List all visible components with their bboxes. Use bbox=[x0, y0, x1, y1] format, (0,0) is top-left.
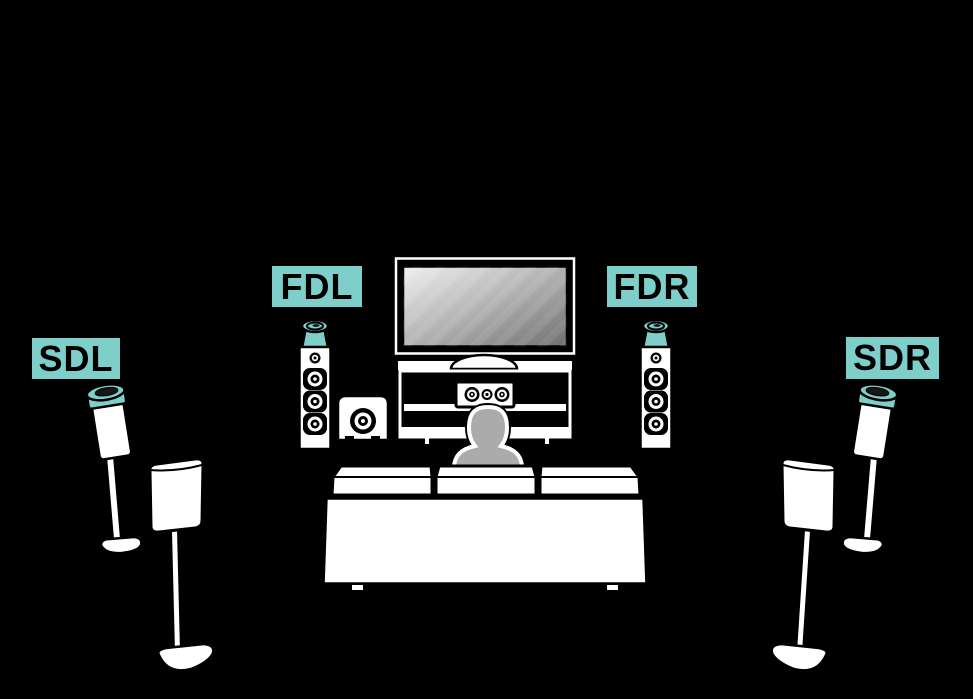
sofa-body bbox=[321, 496, 649, 586]
label-sdl: SDL bbox=[32, 338, 120, 379]
stand-pole bbox=[794, 528, 813, 653]
front-dolby-tower-left bbox=[298, 318, 332, 451]
tv-stand-foot-right bbox=[545, 437, 549, 444]
listener bbox=[450, 402, 526, 484]
stand-base bbox=[157, 642, 215, 672]
tv bbox=[394, 257, 576, 355]
speaker-body bbox=[91, 401, 133, 461]
surround-dolby-speaker-right bbox=[841, 383, 899, 555]
speaker-body bbox=[148, 457, 205, 534]
surround-speaker-right bbox=[770, 457, 837, 672]
stand-base bbox=[770, 642, 828, 672]
subwoofer bbox=[336, 394, 390, 443]
stand-pole bbox=[104, 455, 123, 540]
front-dolby-tower-right bbox=[639, 318, 673, 451]
stand-base bbox=[99, 535, 143, 555]
sofa bbox=[321, 464, 649, 590]
sofa-cushion-left bbox=[330, 464, 434, 497]
tv-screen-sheen bbox=[403, 266, 567, 347]
label-fdl: FDL bbox=[272, 266, 362, 307]
tv-stand-foot-left bbox=[425, 437, 429, 444]
sofa-cushion-middle bbox=[434, 464, 538, 497]
surround-speaker-left bbox=[148, 457, 215, 672]
sofa-foot-left bbox=[352, 585, 363, 590]
stand-pole bbox=[861, 455, 880, 540]
surround-dolby-speaker-left bbox=[85, 383, 143, 555]
speaker-body bbox=[780, 457, 837, 534]
label-sdr: SDR bbox=[846, 337, 939, 379]
sofa-foot-right bbox=[607, 585, 618, 590]
stand-base bbox=[841, 535, 885, 555]
label-fdr: FDR bbox=[607, 266, 697, 307]
sofa-cushion-right bbox=[538, 464, 642, 497]
stand-pole bbox=[169, 528, 183, 653]
speaker-body bbox=[851, 401, 893, 461]
tv-base bbox=[449, 353, 519, 371]
listener-silhouette bbox=[452, 404, 524, 482]
